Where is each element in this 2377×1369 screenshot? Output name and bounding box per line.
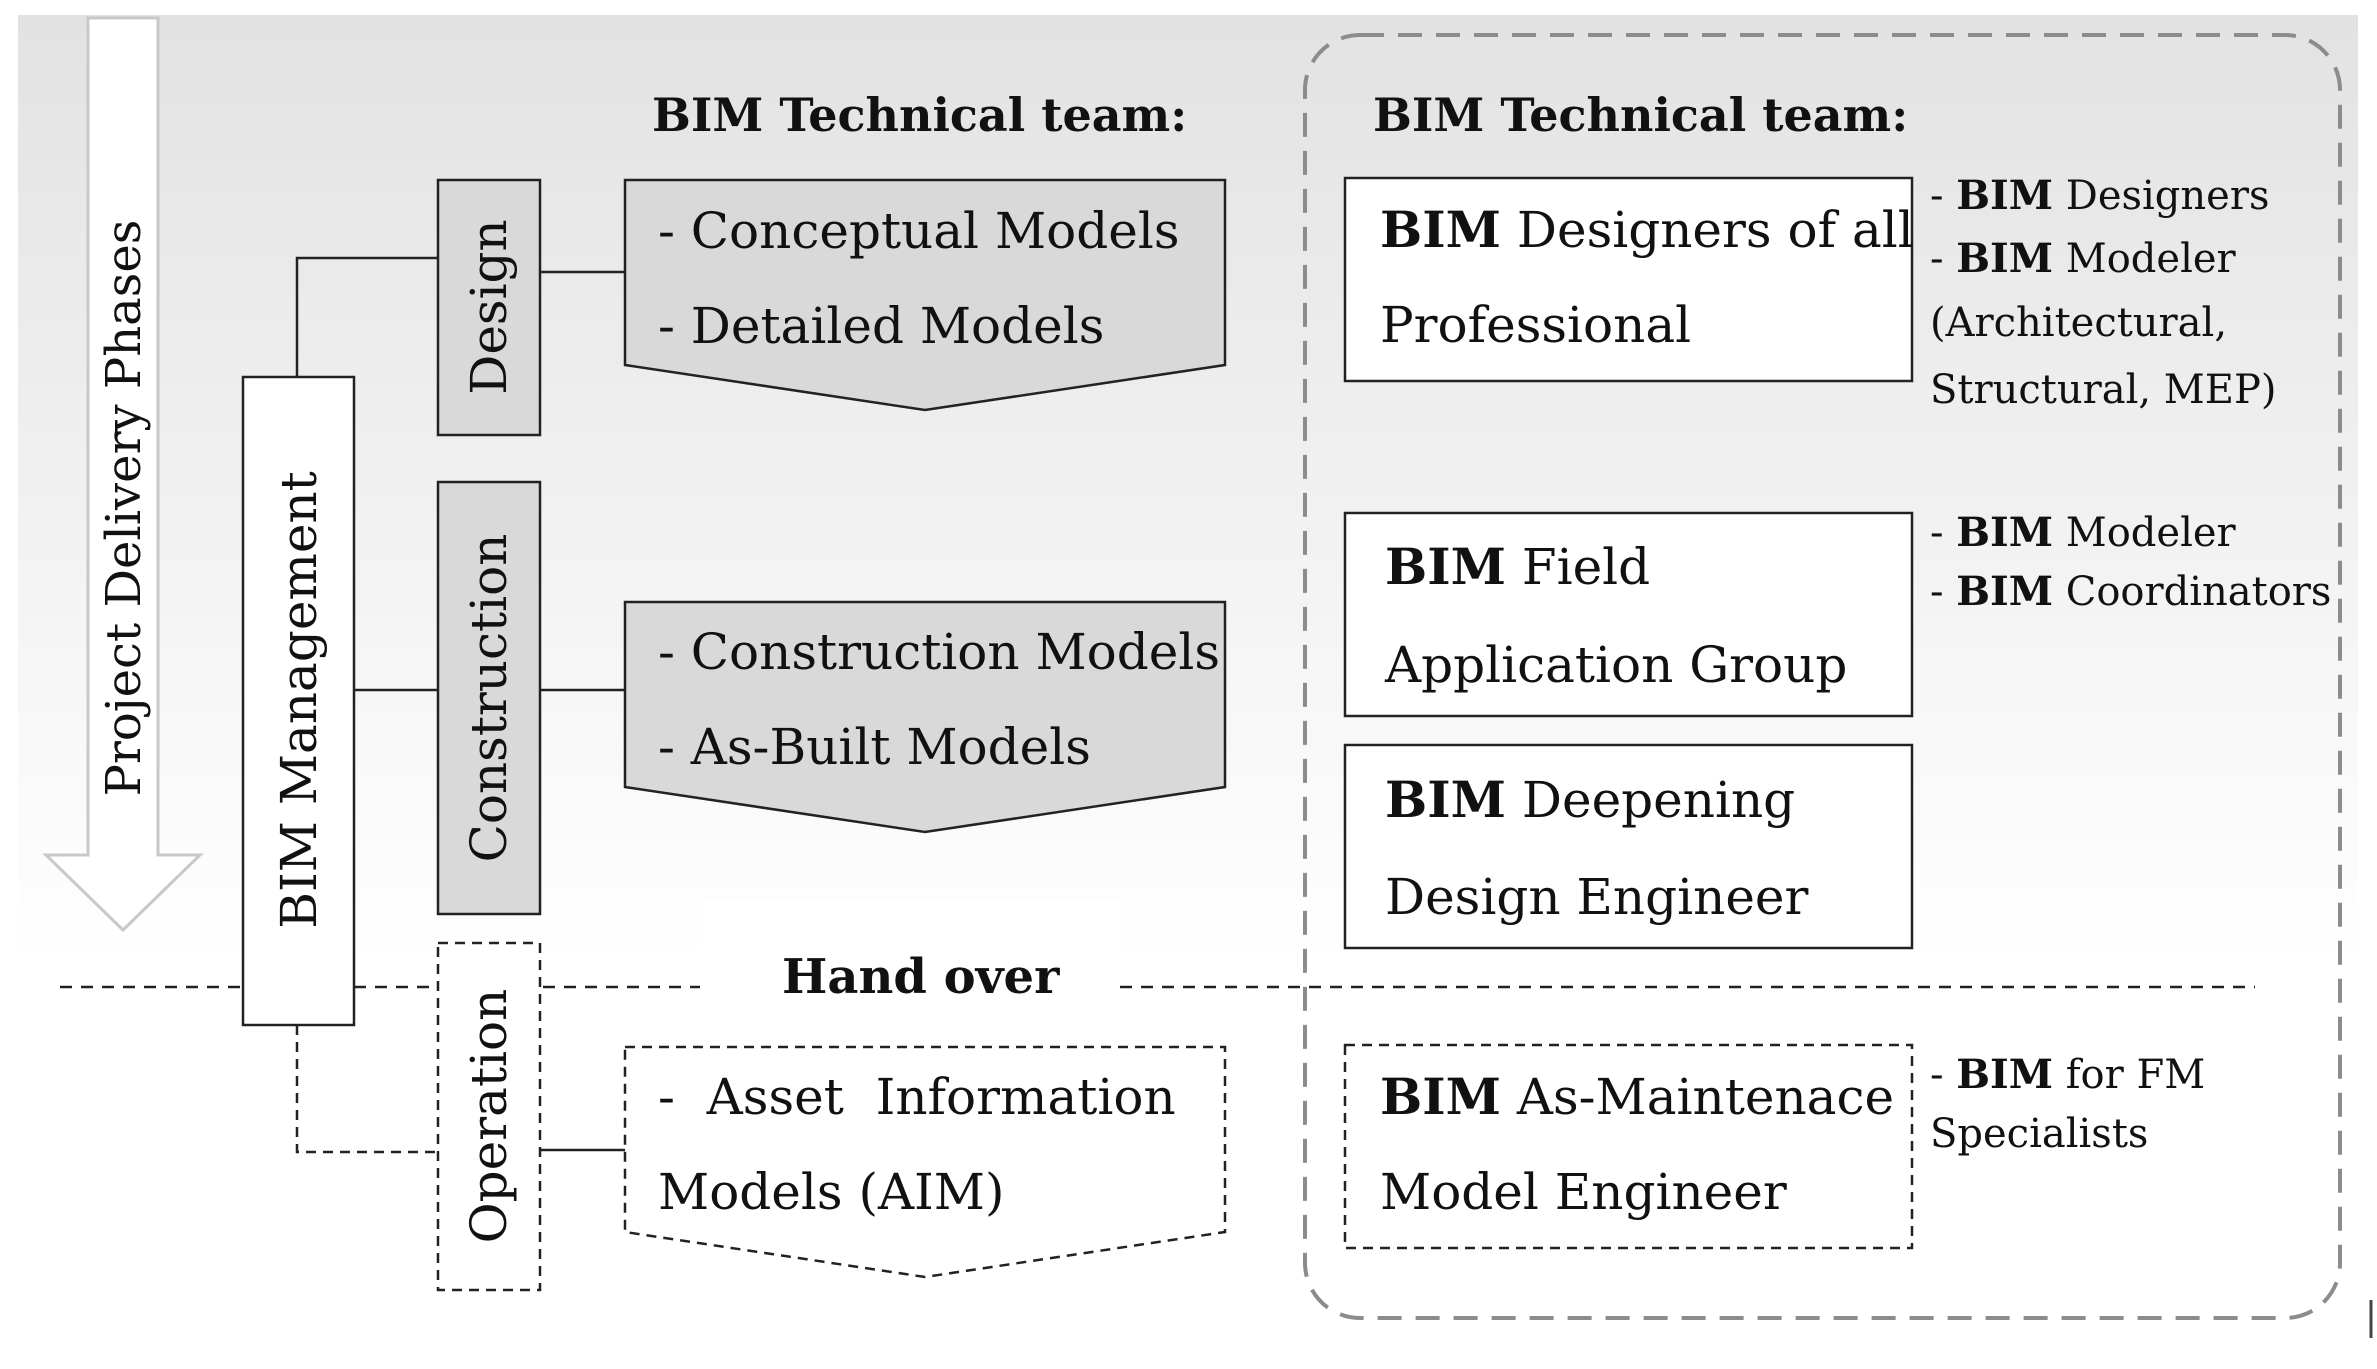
team-maintenance-rest: As-Maintenace xyxy=(1501,1068,1895,1126)
operation-phase-box xyxy=(436,941,542,1292)
design-phase-box xyxy=(436,178,542,437)
operation-phase-label: Operation xyxy=(460,988,518,1244)
project-phases-arrow xyxy=(42,16,204,933)
design-model-line-2: - Detailed Models xyxy=(658,297,1105,355)
background-gradient xyxy=(18,15,2358,960)
construction-model-line-2: - As-Built Models xyxy=(658,718,1091,776)
role-g1-1-bold: BIM xyxy=(1956,172,2054,219)
role-g2-1-prefix: - xyxy=(1930,510,1957,556)
team-field-line-1: BIM Field xyxy=(1385,542,1650,593)
team-maintenance-bold: BIM xyxy=(1380,1067,1501,1126)
team-designers-line-1: BIM Designers of all xyxy=(1380,205,1914,256)
role-g1-1-rest: Designers xyxy=(2053,173,2270,219)
team-field-line-2: Application Group xyxy=(1385,636,1848,694)
team-field-rest: Field xyxy=(1506,538,1651,596)
connector-mgmt-design xyxy=(295,256,438,377)
role-g3-1-rest: for FM xyxy=(2053,1052,2206,1098)
role-g2-1-bold: BIM xyxy=(1956,509,2054,556)
team-maintenance-line-1: BIM As-Maintenace xyxy=(1380,1072,1894,1123)
team-box-designers xyxy=(1343,176,1914,383)
team-deepening-line-2: Design Engineer xyxy=(1385,868,1809,926)
role-g2-2-bold: BIM xyxy=(1956,568,2054,615)
role-g2-1: - BIM Modeler xyxy=(1930,510,2236,556)
design-models-shape xyxy=(623,178,1227,412)
role-g3-1-bold: BIM xyxy=(1956,1051,2054,1098)
team-field-bold: BIM xyxy=(1385,537,1506,596)
left-team-header: BIM Technical team: xyxy=(652,88,1188,142)
team-designers-bold: BIM xyxy=(1380,200,1501,259)
team-deepening-rest: Deepening xyxy=(1506,771,1796,829)
technical-team-container xyxy=(1303,33,2342,1320)
construction-phase-label: Construction xyxy=(460,533,518,863)
role-g2-2-prefix: - xyxy=(1930,569,1957,615)
construction-model-line-1: - Construction Models xyxy=(658,623,1221,681)
bim-management-box xyxy=(241,375,356,1027)
team-designers-line-2: Professional xyxy=(1380,296,1692,354)
role-g1-2-bold: BIM xyxy=(1956,235,2054,282)
handover-label: Hand over xyxy=(782,949,1060,1005)
project-phases-label: Project Delivery Phases xyxy=(96,219,152,797)
construction-phase-box xyxy=(436,480,542,916)
role-g1-2-rest: Modeler xyxy=(2053,236,2236,282)
role-g2-2-rest: Coordinators xyxy=(2053,569,2332,615)
design-phase-label: Design xyxy=(460,219,518,395)
handover-label-bg xyxy=(700,900,1120,1050)
operation-model-line-2: Models (AIM) xyxy=(658,1163,1005,1221)
operation-models-shape xyxy=(623,1045,1227,1279)
bim-management-label: BIM Management xyxy=(270,471,328,929)
team-box-field xyxy=(1343,511,1914,718)
operation-model-line-1: - Asset Information xyxy=(658,1068,1176,1126)
role-g1-3: (Architectural, xyxy=(1930,300,2228,346)
team-box-maintenance xyxy=(1343,1043,1914,1250)
role-g1-4: Structural, MEP) xyxy=(1930,367,2277,413)
team-maintenance-line-2: Model Engineer xyxy=(1380,1163,1787,1221)
role-g1-1-prefix: - xyxy=(1930,173,1957,219)
role-g3-1-prefix: - xyxy=(1930,1052,1957,1098)
role-g1-2-prefix: - xyxy=(1930,236,1957,282)
role-g2-1-rest: Modeler xyxy=(2053,510,2236,556)
role-g2-2: - BIM Coordinators xyxy=(1930,569,2332,615)
team-deepening-bold: BIM xyxy=(1385,770,1506,829)
role-g1-2: - BIM Modeler xyxy=(1930,236,2236,282)
team-deepening-line-1: BIM Deepening xyxy=(1385,775,1795,826)
role-g3-2: Specialists xyxy=(1930,1111,2149,1157)
team-designers-rest: Designers of all xyxy=(1501,201,1914,259)
role-g1-1: - BIM Designers xyxy=(1930,173,2270,219)
design-model-line-1: - Conceptual Models xyxy=(658,202,1180,260)
role-g3-1: - BIM for FM xyxy=(1930,1052,2206,1098)
connector-mgmt-operation xyxy=(295,1025,438,1154)
right-team-header: BIM Technical team: xyxy=(1373,88,1909,142)
construction-models-shape xyxy=(623,600,1227,834)
team-box-deepening xyxy=(1343,743,1914,950)
